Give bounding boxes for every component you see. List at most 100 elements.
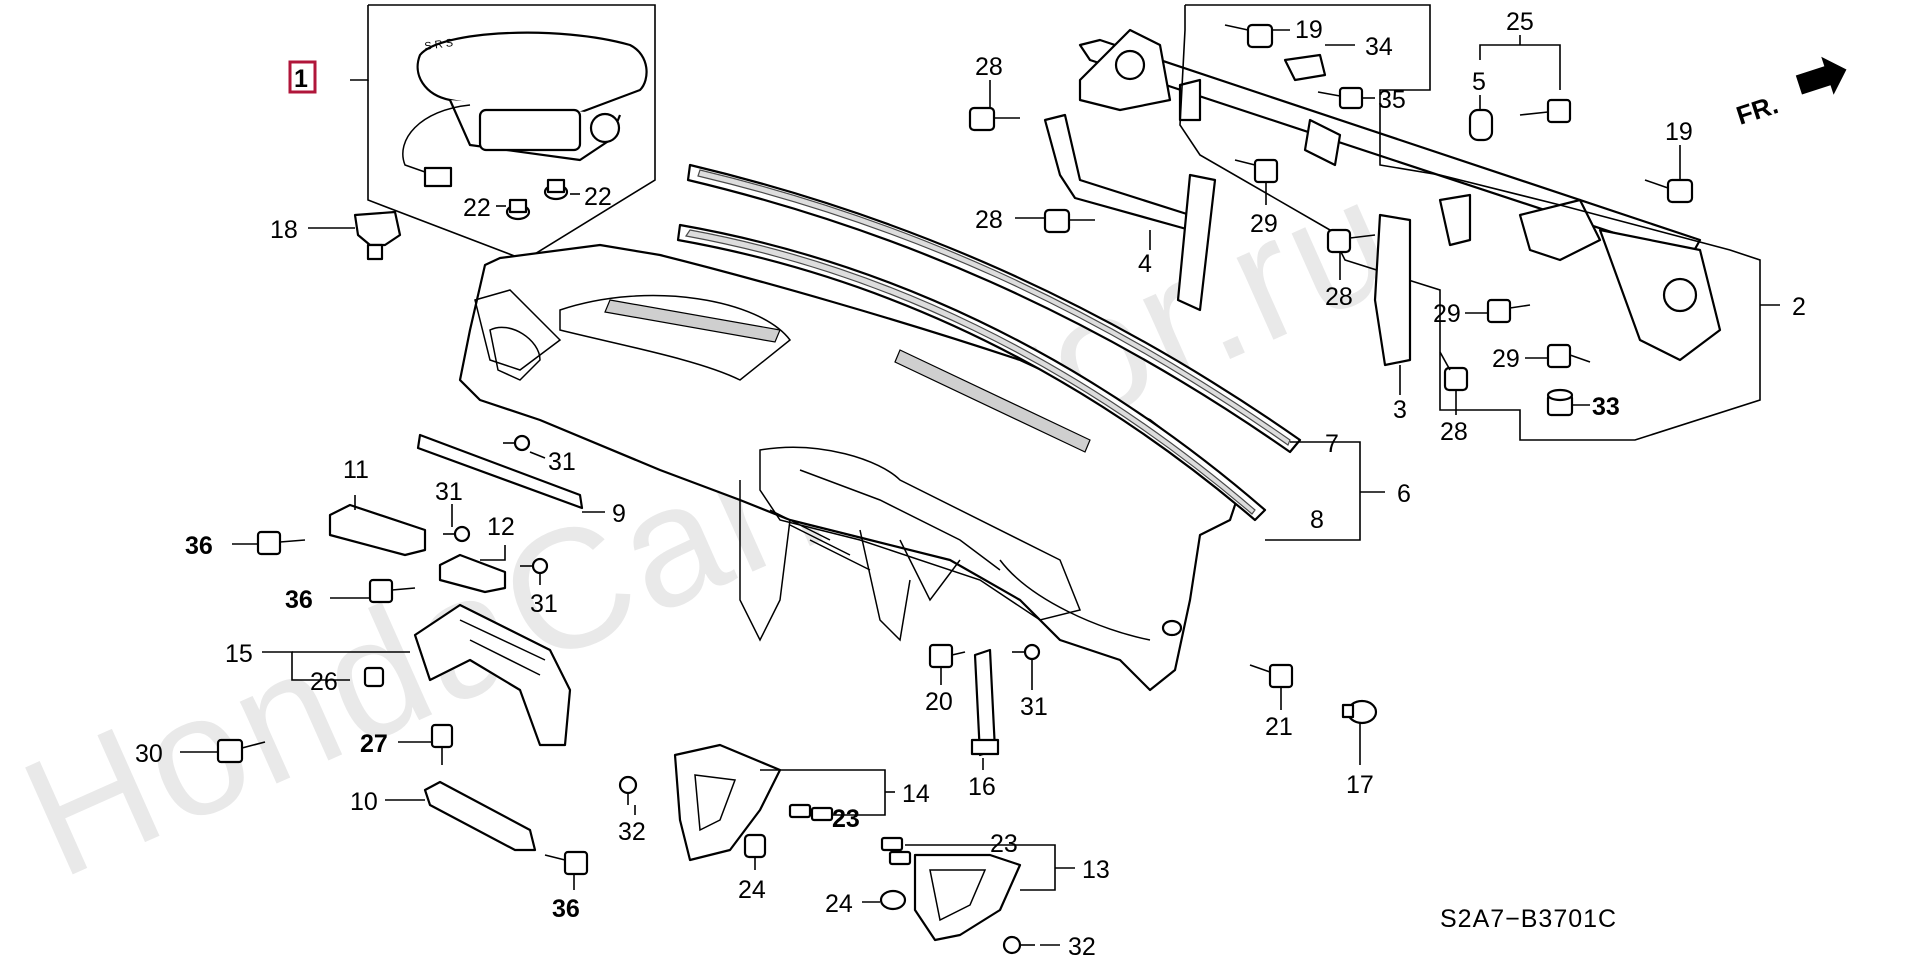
- part-label-28c[interactable]: 28: [1325, 283, 1353, 311]
- part-label-23a[interactable]: 23: [832, 805, 860, 833]
- clip-26[interactable]: [363, 666, 385, 688]
- part-label-11[interactable]: 11: [343, 456, 369, 484]
- bracket-11[interactable]: [328, 503, 427, 557]
- part-label-34[interactable]: 34: [1365, 33, 1393, 61]
- part-label-31d[interactable]: 31: [1020, 693, 1048, 721]
- part-label-20[interactable]: 20: [925, 688, 953, 716]
- pin-5[interactable]: [1468, 108, 1494, 142]
- part-label-9[interactable]: 9: [612, 500, 626, 528]
- part-label-29b[interactable]: 29: [1433, 300, 1461, 328]
- part-label-10[interactable]: 10: [350, 788, 378, 816]
- clip-34[interactable]: [1283, 53, 1327, 82]
- bolt-20[interactable]: [928, 643, 966, 669]
- bolt-19-a[interactable]: [1224, 23, 1274, 49]
- bolt-25[interactable]: [1519, 98, 1572, 124]
- part-label-12[interactable]: 12: [487, 513, 515, 541]
- nut-22-left[interactable]: [505, 198, 531, 221]
- part-label-3[interactable]: 3: [1393, 396, 1407, 424]
- part-label-19a[interactable]: 19: [1295, 16, 1323, 44]
- part-label-18[interactable]: 18: [270, 216, 298, 244]
- bolt-28-b[interactable]: [1043, 208, 1095, 234]
- bracket-16[interactable]: [970, 648, 1000, 757]
- cover-14[interactable]: [673, 743, 782, 862]
- part-label-28b[interactable]: 28: [975, 206, 1003, 234]
- part-label-32b[interactable]: 32: [1068, 933, 1096, 959]
- bolt-28-c[interactable]: [1326, 228, 1376, 254]
- part-label-31b[interactable]: 31: [435, 478, 463, 506]
- bracket-4[interactable]: [1043, 113, 1217, 312]
- bolt-27[interactable]: [430, 723, 454, 765]
- part-label-8[interactable]: 8: [1310, 506, 1324, 534]
- part-label-36c[interactable]: 36: [552, 895, 580, 923]
- bolt-28-d[interactable]: [1439, 351, 1469, 392]
- part-label-4[interactable]: 4: [1138, 250, 1152, 278]
- airbag-module-drawing[interactable]: S R S: [402, 31, 648, 188]
- bracket-10[interactable]: [423, 780, 537, 852]
- part-label-29c[interactable]: 29: [1492, 345, 1520, 373]
- part-label-15[interactable]: 15: [225, 640, 253, 668]
- part-label-17[interactable]: 17: [1346, 771, 1374, 799]
- part-label-36b[interactable]: 36: [285, 586, 313, 614]
- part-label-1[interactable]: 1: [294, 65, 308, 93]
- nut-33[interactable]: [1546, 388, 1574, 417]
- part-label-31a[interactable]: 31: [548, 448, 576, 476]
- bolt-36-a[interactable]: [256, 530, 306, 556]
- bolt-36-c[interactable]: [544, 850, 589, 876]
- screw-32-b[interactable]: [1002, 935, 1035, 955]
- bolt-29-c[interactable]: [1546, 343, 1591, 369]
- part-label-33[interactable]: 33: [1592, 393, 1620, 421]
- part-label-32a[interactable]: 32: [618, 818, 646, 846]
- part-label-28a[interactable]: 28: [975, 53, 1003, 81]
- part-label-5[interactable]: 5: [1472, 68, 1486, 96]
- clip-24-b[interactable]: [879, 889, 907, 911]
- part-label-29a[interactable]: 29: [1250, 210, 1278, 238]
- screw-31-c[interactable]: [520, 557, 549, 575]
- part-label-22b[interactable]: 22: [584, 183, 612, 211]
- clip-24-a[interactable]: [743, 833, 767, 859]
- part-label-36a[interactable]: 36: [185, 532, 213, 560]
- strip-7[interactable]: [686, 163, 1302, 454]
- part-label-24a[interactable]: 24: [738, 876, 766, 904]
- bracket-3[interactable]: [1373, 213, 1412, 367]
- steering-hanger-beam-drawing[interactable]: [1078, 28, 1722, 362]
- clip-18[interactable]: [353, 210, 402, 261]
- bolt-29-b[interactable]: [1486, 298, 1531, 324]
- screw-31-d[interactable]: [1012, 643, 1041, 661]
- part-label-13[interactable]: 13: [1082, 856, 1110, 884]
- screw-31-a[interactable]: [503, 434, 531, 452]
- part-label-35[interactable]: 35: [1378, 86, 1406, 114]
- nut-35[interactable]: [1317, 86, 1364, 110]
- part-label-26[interactable]: 26: [310, 668, 338, 696]
- bracket-15[interactable]: [413, 603, 572, 747]
- part-label-16[interactable]: 16: [968, 773, 996, 801]
- cover-13[interactable]: [913, 853, 1022, 942]
- part-label-28d[interactable]: 28: [1440, 418, 1468, 446]
- part-label-6[interactable]: 6: [1397, 480, 1411, 508]
- part-label-30[interactable]: 30: [135, 740, 163, 768]
- bolt-30[interactable]: [216, 738, 266, 764]
- part-label-27[interactable]: 27: [360, 730, 388, 758]
- part-label-21[interactable]: 21: [1265, 713, 1293, 741]
- part-label-23b[interactable]: 23: [990, 830, 1018, 858]
- part-label-14[interactable]: 14: [902, 780, 930, 808]
- clip-23-b[interactable]: [880, 836, 912, 866]
- bolt-28-a[interactable]: [968, 106, 1020, 132]
- strip-9[interactable]: [416, 433, 584, 510]
- bolt-29-a[interactable]: [1234, 158, 1279, 184]
- nut-22-right[interactable]: [543, 178, 569, 201]
- part-label-25[interactable]: 25: [1506, 8, 1534, 36]
- bolt-19-b[interactable]: [1644, 178, 1694, 204]
- dashboard-panel-drawing[interactable]: [458, 243, 1242, 692]
- bolt-36-b[interactable]: [368, 578, 416, 604]
- clip-23-a[interactable]: [788, 803, 834, 822]
- part-label-24b[interactable]: 24: [825, 890, 853, 918]
- part-label-7[interactable]: 7: [1325, 430, 1339, 458]
- bolt-21[interactable]: [1249, 663, 1294, 689]
- part-label-2[interactable]: 2: [1792, 293, 1806, 321]
- part-label-22a[interactable]: 22: [463, 194, 491, 222]
- screw-32-a[interactable]: [618, 775, 638, 805]
- part-label-19b[interactable]: 19: [1665, 118, 1693, 146]
- screw-31-b[interactable]: [443, 525, 471, 543]
- bracket-12[interactable]: [438, 553, 507, 594]
- plug-17[interactable]: [1341, 699, 1378, 725]
